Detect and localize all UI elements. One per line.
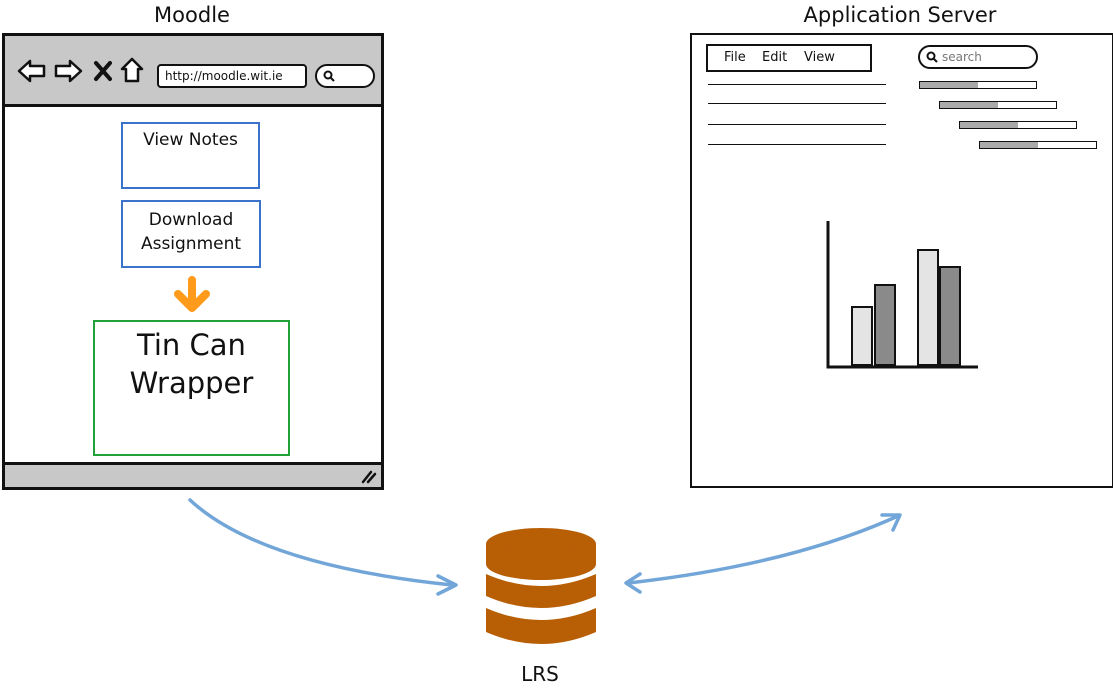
arrowhead (436, 574, 458, 596)
search-icon (926, 51, 938, 63)
lrs-label: LRS (521, 662, 559, 686)
forward-arrow-icon[interactable] (53, 58, 83, 84)
menu-bar: File Edit View (706, 44, 872, 72)
moodle-browser-window: http://moodle.wit.ie View Notes Download… (2, 33, 384, 490)
chart-axes (826, 221, 978, 369)
menu-view[interactable]: View (804, 50, 835, 65)
progress-fill (920, 82, 978, 88)
moodle-to-lrs-arrow (188, 498, 454, 587)
progress-bar (939, 101, 1057, 109)
bar-chart-sketch (826, 221, 978, 369)
resize-grip-icon[interactable] (359, 468, 377, 484)
app-search-input[interactable]: search (918, 45, 1038, 69)
text-line (708, 124, 886, 125)
progress-fill (940, 102, 998, 108)
menu-file[interactable]: File (724, 50, 746, 65)
wrapper-line1: Tin Can (137, 328, 246, 362)
download-label-line2: Assignment (140, 234, 242, 254)
home-icon[interactable] (119, 56, 145, 84)
progress-bar (979, 141, 1097, 149)
text-line (708, 84, 886, 85)
progress-fill (980, 142, 1038, 148)
arrowhead (880, 513, 902, 532)
progress-bar (959, 121, 1077, 129)
lrs-app-arrow (626, 514, 900, 585)
menu-edit[interactable]: Edit (762, 50, 788, 65)
browser-statusbar (5, 462, 381, 487)
download-label-line1: Download (148, 210, 234, 230)
chart-bar (939, 266, 961, 366)
down-arrow-icon (174, 276, 210, 312)
wrapper-line2: Wrapper (129, 366, 254, 400)
view-notes-button[interactable]: View Notes (121, 122, 260, 189)
moodle-title: Moodle (154, 3, 230, 27)
arrowhead (624, 572, 642, 594)
url-bar[interactable]: http://moodle.wit.ie (157, 64, 307, 88)
progress-bar (919, 81, 1037, 89)
app-server-title: Application Server (803, 3, 997, 27)
search-icon (323, 70, 335, 82)
text-line (708, 144, 886, 145)
search-placeholder: search (942, 50, 982, 64)
text-line (708, 103, 886, 104)
view-notes-label: View Notes (143, 130, 238, 150)
browser-search-box[interactable] (315, 64, 375, 88)
chart-bar (917, 249, 939, 366)
browser-toolbar: http://moodle.wit.ie (5, 36, 381, 107)
download-assignment-button[interactable]: Download Assignment (121, 200, 261, 268)
tin-can-wrapper: Tin Can Wrapper (93, 320, 290, 456)
database-icon (486, 528, 596, 644)
chart-bar (874, 284, 896, 366)
app-server-window: File Edit View search (690, 33, 1113, 488)
chart-bar (851, 306, 873, 366)
back-arrow-icon[interactable] (17, 58, 47, 84)
progress-fill (960, 122, 1018, 128)
close-icon[interactable] (93, 60, 113, 82)
